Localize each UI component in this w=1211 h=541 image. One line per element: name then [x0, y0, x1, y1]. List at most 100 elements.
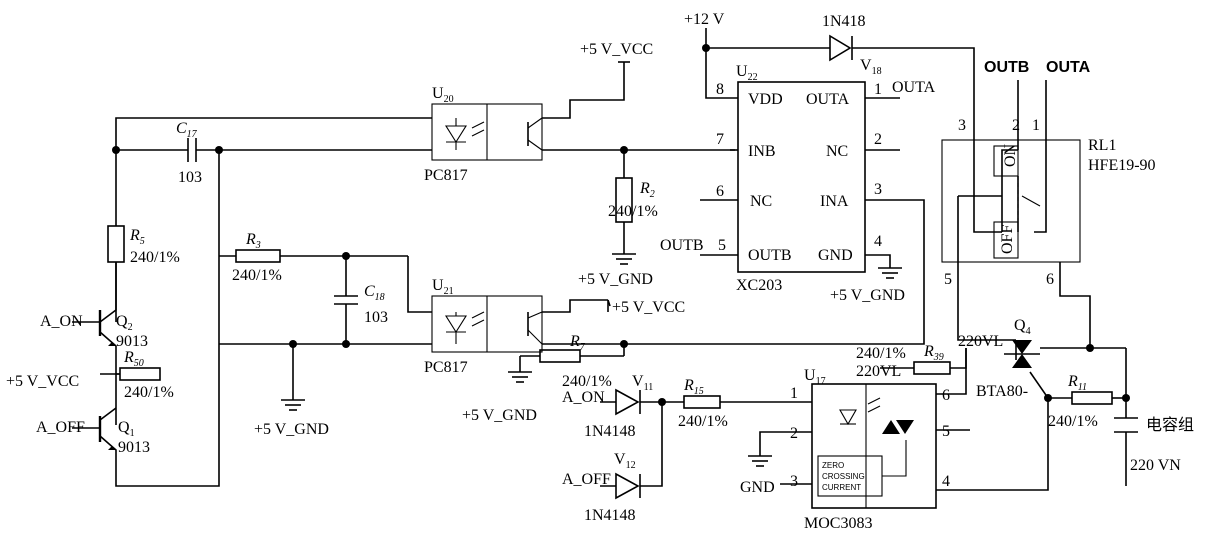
svg-text:+5 V_GND: +5 V_GND [462, 407, 537, 424]
svg-text:2: 2 [874, 131, 882, 148]
svg-text:R7: R7 [569, 333, 586, 353]
svg-text:1N4148: 1N4148 [584, 507, 636, 524]
power-labels: +12 V +5 V_VCC +5 V_VCC +5 V_VCC 220VL [6, 11, 901, 390]
svg-text:V18: V18 [860, 57, 882, 77]
svg-text:CURRENT: CURRENT [822, 483, 861, 492]
svg-text:7: 7 [716, 131, 724, 148]
svg-text:U20: U20 [432, 85, 454, 105]
diode-v18: 1N418 V18 [822, 13, 882, 77]
diode-v12: V12 1N4148 [584, 451, 641, 524]
svg-text:电容组: 电容组 [1146, 416, 1194, 434]
svg-text:+5 V_VCC: +5 V_VCC [612, 299, 685, 316]
svg-text:5: 5 [944, 271, 952, 288]
svg-text:Q2: Q2 [116, 313, 133, 333]
svg-text:R50: R50 [123, 349, 144, 369]
svg-text:VDD: VDD [748, 91, 783, 108]
triac-q4: Q4 BTA80- 220VL [958, 317, 1040, 400]
svg-text:PC817: PC817 [424, 359, 468, 376]
svg-text:3: 3 [790, 473, 798, 490]
svg-text:V12: V12 [614, 451, 636, 471]
optocoupler-u21: U21 PC817 [424, 277, 543, 376]
svg-text:R5: R5 [129, 227, 145, 247]
signal-outa: OUTA [892, 79, 936, 96]
svg-text:R39: R39 [923, 343, 944, 363]
svg-text:5: 5 [942, 423, 950, 440]
svg-text:U17: U17 [804, 367, 826, 387]
resistor-r50: R50 240/1% [119, 349, 174, 401]
svg-text:GND: GND [740, 479, 775, 496]
svg-text:NC: NC [826, 143, 848, 160]
svg-text:U22: U22 [736, 63, 758, 83]
svg-text:103: 103 [178, 169, 202, 186]
svg-text:240/1%: 240/1% [678, 413, 728, 430]
optocoupler-u20: U20 PC817 [424, 85, 543, 184]
capacitor-bank: 电容组 220 VN [1114, 416, 1194, 474]
svg-text:NC: NC [750, 193, 772, 210]
svg-text:6: 6 [1046, 271, 1054, 288]
svg-text:4: 4 [942, 473, 950, 490]
svg-text:1: 1 [874, 81, 882, 98]
svg-text:+5 V_GND: +5 V_GND [254, 421, 329, 438]
svg-text:240/1%: 240/1% [608, 203, 658, 220]
svg-text:+5 V_GND: +5 V_GND [578, 271, 653, 288]
svg-text:V11: V11 [632, 373, 653, 393]
svg-text:5: 5 [718, 237, 726, 254]
svg-text:OUTB: OUTB [748, 247, 792, 264]
transistor-q1: Q1 9013 [98, 416, 150, 456]
svg-text:240/1%: 240/1% [232, 267, 282, 284]
svg-text:6: 6 [716, 183, 724, 200]
svg-text:C18: C18 [364, 283, 385, 303]
svg-text:HFE19-90: HFE19-90 [1088, 157, 1156, 174]
svg-text:INA: INA [820, 193, 849, 210]
svg-text:240/1%: 240/1% [130, 249, 180, 266]
svg-text:A_ON: A_ON [562, 389, 605, 406]
svg-text:R11: R11 [1067, 373, 1087, 393]
svg-text:4: 4 [874, 233, 882, 250]
svg-text:240/1%: 240/1% [1048, 413, 1098, 430]
svg-text:9013: 9013 [116, 333, 148, 350]
junction-dots [112, 44, 1130, 406]
svg-text:+5 V_VCC: +5 V_VCC [580, 41, 653, 58]
svg-text:Q4: Q4 [1014, 317, 1031, 337]
diode-v11: V11 1N4148 [584, 373, 653, 440]
svg-text:1: 1 [1032, 117, 1040, 134]
svg-text:220VL: 220VL [856, 363, 901, 380]
svg-text:GND: GND [818, 247, 853, 264]
svg-text:OUTA: OUTA [806, 91, 850, 108]
signal-labels: A_ON A_OFF A_ON A_OFF [36, 313, 611, 488]
svg-text:220 VN: 220 VN [1130, 457, 1181, 474]
transistor-q2: Q2 9013 [98, 310, 148, 350]
svg-text:OUTB: OUTB [984, 59, 1029, 76]
svg-text:Q1: Q1 [118, 419, 135, 439]
svg-text:OUTA: OUTA [1046, 59, 1091, 76]
svg-text:A_ON: A_ON [40, 313, 83, 330]
signal-outb-in: OUTB [660, 237, 704, 254]
svg-text:CROSSING: CROSSING [822, 472, 865, 481]
svg-text:1N418: 1N418 [822, 13, 866, 30]
svg-text:+12 V: +12 V [684, 11, 725, 28]
svg-text:C17: C17 [176, 120, 198, 140]
svg-text:240/1%: 240/1% [856, 345, 906, 362]
svg-text:1: 1 [790, 385, 798, 402]
relay-rl1: ON OFF RL1 HFE19-90 3 2 1 5 6 OUTB OUTA [941, 59, 1156, 288]
svg-text:3: 3 [958, 117, 966, 134]
svg-text:R15: R15 [683, 377, 704, 397]
svg-text:BTA80-: BTA80- [976, 383, 1028, 400]
svg-text:8: 8 [716, 81, 724, 98]
svg-text:ON: ON [1002, 143, 1019, 167]
resistor-r11: R11 240/1% [1048, 373, 1113, 430]
opto-triac-moc3083: ZERO CROSSING CURRENT U17 MOC3083 1 2 3 … [790, 367, 950, 532]
svg-text:RL1: RL1 [1088, 137, 1116, 154]
resistor-r5: R5 240/1% [107, 225, 180, 266]
svg-text:+5 V_VCC: +5 V_VCC [6, 373, 79, 390]
svg-text:INB: INB [748, 143, 776, 160]
ground-symbols: +5 V_GND +5 V_GND +5 V_GND +5 V_GND GND [254, 253, 905, 496]
svg-text:6: 6 [942, 387, 950, 404]
capacitor-c18: C18 103 [334, 283, 388, 326]
svg-text:U21: U21 [432, 277, 454, 297]
svg-text:2: 2 [790, 425, 798, 442]
svg-text:OFF: OFF [999, 225, 1016, 254]
svg-text:ZERO: ZERO [822, 461, 844, 470]
svg-text:A_OFF: A_OFF [36, 419, 85, 436]
